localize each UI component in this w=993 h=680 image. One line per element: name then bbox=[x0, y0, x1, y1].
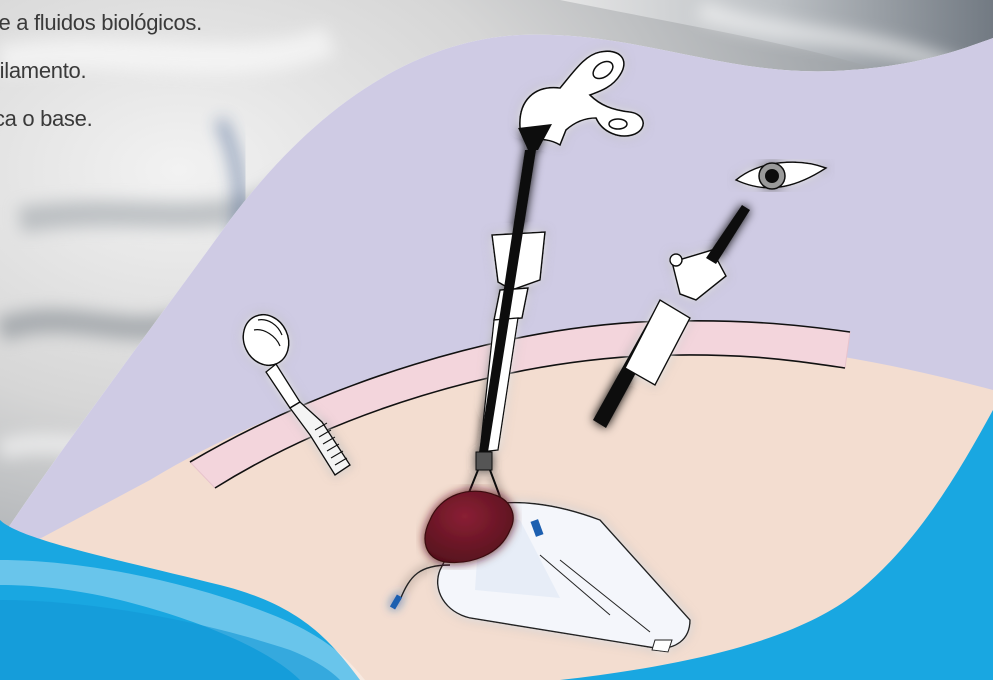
feature-line: boca o base. bbox=[0, 108, 202, 130]
feature-list: able a fluidos biológicos. nofilamento. … bbox=[0, 12, 202, 156]
feature-line: nofilamento. bbox=[0, 60, 202, 82]
feature-line: able a fluidos biológicos. bbox=[0, 12, 202, 34]
